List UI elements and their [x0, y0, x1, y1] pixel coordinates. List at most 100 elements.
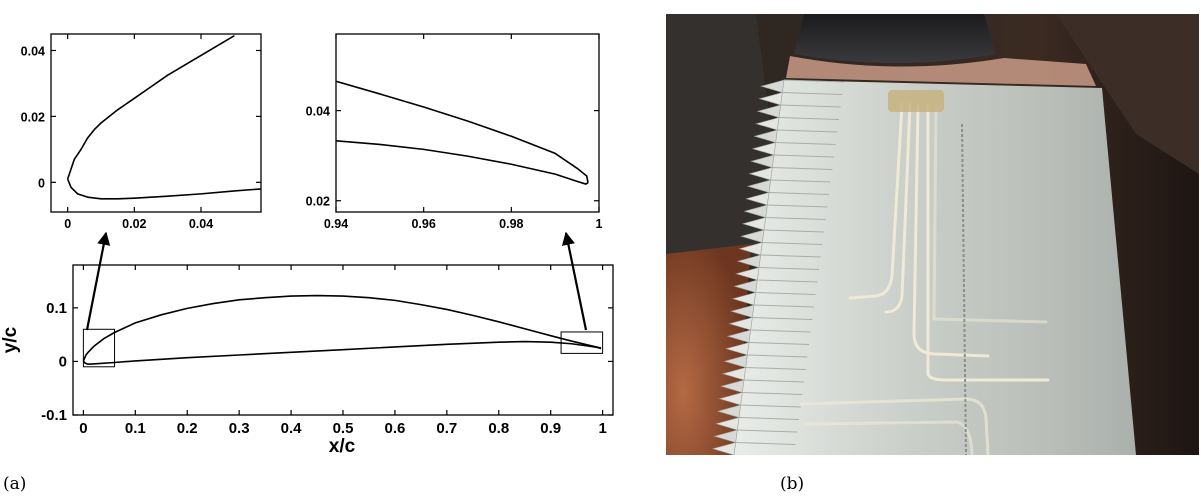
- serration-ridge: [738, 417, 800, 420]
- serration-tooth: [738, 242, 763, 256]
- upper-surface-line: [66, 34, 235, 180]
- serration-tooth: [716, 404, 742, 418]
- serration-tooth: [718, 392, 743, 406]
- serration-ridge: [755, 292, 816, 295]
- serration-tooth: [750, 154, 775, 168]
- serration-ridge: [765, 217, 826, 220]
- serration-ridge: [747, 354, 808, 358]
- zoom-region-box: [560, 331, 604, 354]
- x-tick-label: 0: [64, 217, 71, 231]
- y-tick-label: 0.02: [306, 195, 330, 209]
- plot-frame: [72, 264, 614, 416]
- trailing-edge-zoom-arrow: [561, 231, 588, 331]
- caption-a: (a): [3, 474, 26, 494]
- leading-edge-zoom-arrow: [85, 231, 111, 331]
- serration-ridge: [763, 229, 825, 233]
- serration-tooth: [751, 142, 777, 156]
- serration-ridge: [770, 179, 831, 183]
- serration-tooth: [711, 442, 737, 455]
- serration-ridge: [768, 192, 830, 195]
- x-tick-label: 0.9: [540, 420, 561, 437]
- x-tick-label: 0.04: [189, 217, 213, 231]
- red-seal-ring: [786, 56, 1096, 86]
- lower-surface-line: [336, 140, 589, 185]
- x-tick-label: 0.5: [333, 420, 354, 437]
- serration-ridge: [783, 79, 845, 83]
- right-wall: [1056, 14, 1199, 174]
- pressure-tubing: [799, 102, 1050, 455]
- wooden-base: [666, 244, 751, 455]
- serration-tooth: [760, 79, 785, 93]
- wind-tunnel-model-photo: [666, 14, 1199, 455]
- serration-ridge: [748, 342, 810, 345]
- serration-tooth: [736, 254, 762, 268]
- lower-surface-line: [66, 178, 261, 200]
- model-seam: [961, 123, 967, 455]
- y-tick-label: 0.02: [21, 110, 45, 124]
- x-tick-label: 0.4: [281, 420, 303, 437]
- serration-ridge: [737, 429, 798, 433]
- x-tick-label: 0.1: [125, 420, 146, 437]
- x-tick-label: 0.96: [411, 217, 435, 231]
- serration-tooth: [753, 129, 778, 143]
- pressure-tube: [848, 102, 904, 300]
- serration-tooth: [756, 104, 782, 118]
- serration-ridge: [743, 379, 805, 383]
- x-tick-label: 0.94: [324, 217, 348, 231]
- serration-tooth: [715, 417, 740, 431]
- serration-ridge: [762, 242, 823, 245]
- x-tick-label: 0.7: [436, 420, 457, 437]
- y-tick-label: 0: [59, 353, 67, 370]
- zoom-region-box: [82, 328, 116, 368]
- serrated-leading-edge: [711, 79, 845, 455]
- serration-tooth: [748, 167, 773, 181]
- serration-tooth: [713, 429, 738, 443]
- y-tick-label: 0.04: [21, 44, 45, 58]
- serration-tooth: [721, 367, 747, 381]
- serration-tooth: [728, 317, 753, 331]
- x-tick-label: 0: [79, 420, 87, 437]
- serration-ridge: [778, 117, 840, 120]
- y-axis-label: y/c: [0, 326, 21, 353]
- caption-b-wrap: (b): [780, 474, 804, 494]
- serration-ridge: [740, 404, 801, 408]
- serration-ridge: [777, 129, 838, 133]
- serration-tooth: [726, 329, 752, 343]
- serration-ridge: [752, 317, 813, 320]
- plot-frame: [50, 33, 262, 213]
- serration-ridge: [767, 204, 828, 208]
- pressure-tube: [932, 104, 1048, 324]
- serration-tooth: [735, 267, 760, 281]
- x-tick-label: 0.98: [499, 217, 523, 231]
- serration-tooth: [758, 92, 783, 106]
- serration-tooth: [743, 204, 768, 218]
- pressure-tube: [912, 104, 990, 358]
- serration-ridge: [742, 392, 803, 395]
- serration-ridge: [782, 92, 843, 95]
- pressure-tube: [926, 104, 1050, 382]
- serration-ridge: [745, 367, 806, 370]
- caption-b: (b): [780, 474, 804, 494]
- x-tick-label: 0.3: [229, 420, 250, 437]
- x-axis-label: x/c: [329, 436, 356, 457]
- y-tick-label: 0.04: [306, 105, 330, 119]
- serration-ridge: [750, 329, 811, 333]
- upper-surface-line: [336, 80, 589, 183]
- serration-ridge: [773, 154, 835, 158]
- serration-ridge: [772, 167, 833, 170]
- serration-tooth: [733, 279, 758, 293]
- serration-tooth: [746, 179, 772, 193]
- serration-ridge: [753, 304, 815, 308]
- plot-frame: [335, 33, 600, 213]
- serration-tooth: [745, 192, 770, 206]
- serration-tooth: [740, 229, 765, 243]
- x-tick-label: 0.02: [122, 217, 146, 231]
- upper-surface-line: [82, 294, 602, 362]
- serration-ridge: [775, 142, 836, 145]
- pressure-tube: [884, 102, 912, 314]
- mounting-hub: [794, 14, 996, 63]
